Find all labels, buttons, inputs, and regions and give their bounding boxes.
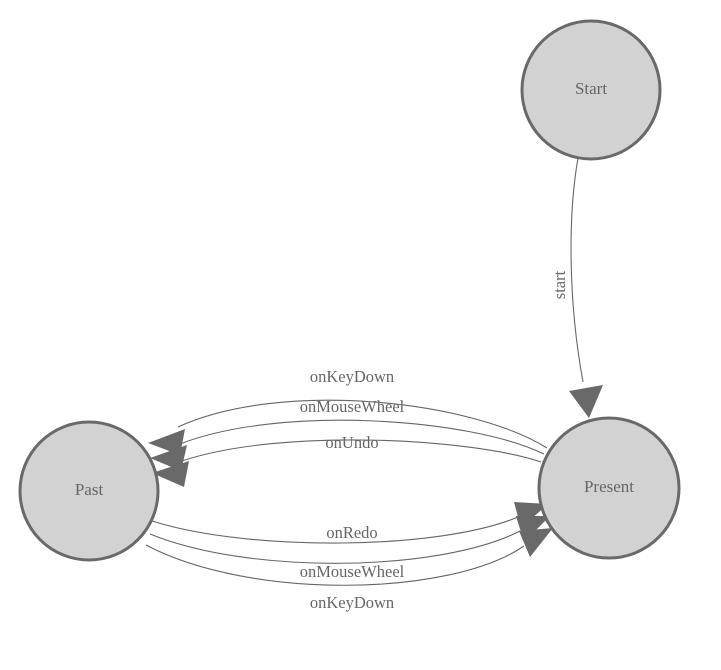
edge-present-to-past-onundo[interactable]: onUndo [152, 433, 542, 487]
edge-present-to-past-onmousewheel-path [179, 419, 545, 455]
node-past[interactable]: Past [18, 420, 160, 562]
edge-present-to-past-onundo-arrowhead [152, 461, 189, 487]
edge-past-to-present-onmousewheel-path [149, 530, 521, 564]
node-present-circle [537, 416, 681, 560]
edge-present-to-past-onundo-path [181, 439, 542, 463]
node-past-circle [18, 420, 160, 562]
edge-past-to-present-onredo-path [151, 516, 519, 544]
node-start-circle [520, 19, 662, 161]
edge-past-to-present-onmousewheel-label: onMouseWheel [300, 562, 405, 581]
edge-present-to-past-onkeydown-path [177, 399, 548, 449]
node-present[interactable]: Present [537, 416, 681, 560]
edge-start-to-present[interactable]: start [550, 157, 603, 418]
edge-past-to-present-onkeydown-arrowhead [519, 528, 553, 557]
edge-present-to-past-onmousewheel-label: onMouseWheel [300, 397, 405, 416]
edge-past-to-present-onredo[interactable]: onRedo [151, 502, 548, 544]
node-past-label: Past [75, 480, 104, 499]
edge-start-to-present-path [570, 157, 584, 383]
edge-past-to-present-onredo-label: onRedo [326, 523, 377, 542]
edge-past-to-present-onkeydown-label: onKeyDown [310, 593, 394, 612]
node-present-label: Present [584, 477, 634, 496]
edge-present-to-past-onkeydown[interactable]: onKeyDown [148, 367, 548, 455]
edge-present-to-past-onkeydown-arrowhead [148, 429, 185, 455]
edge-present-to-past-onkeydown-label: onKeyDown [310, 367, 394, 386]
edge-present-to-past-onundo-label: onUndo [325, 433, 378, 452]
node-start[interactable]: Start [520, 19, 662, 161]
edge-present-to-past-onmousewheel[interactable]: onMouseWheel [150, 397, 545, 471]
edge-start-to-present-arrowhead [569, 385, 603, 418]
edge-start-to-present-label: start [550, 270, 569, 299]
edge-past-to-present-onkeydown[interactable]: onKeyDown [145, 528, 553, 612]
edge-present-to-past-onmousewheel-arrowhead [150, 445, 187, 471]
node-start-label: Start [575, 79, 607, 98]
edge-past-to-present-onkeydown-path [145, 544, 525, 586]
